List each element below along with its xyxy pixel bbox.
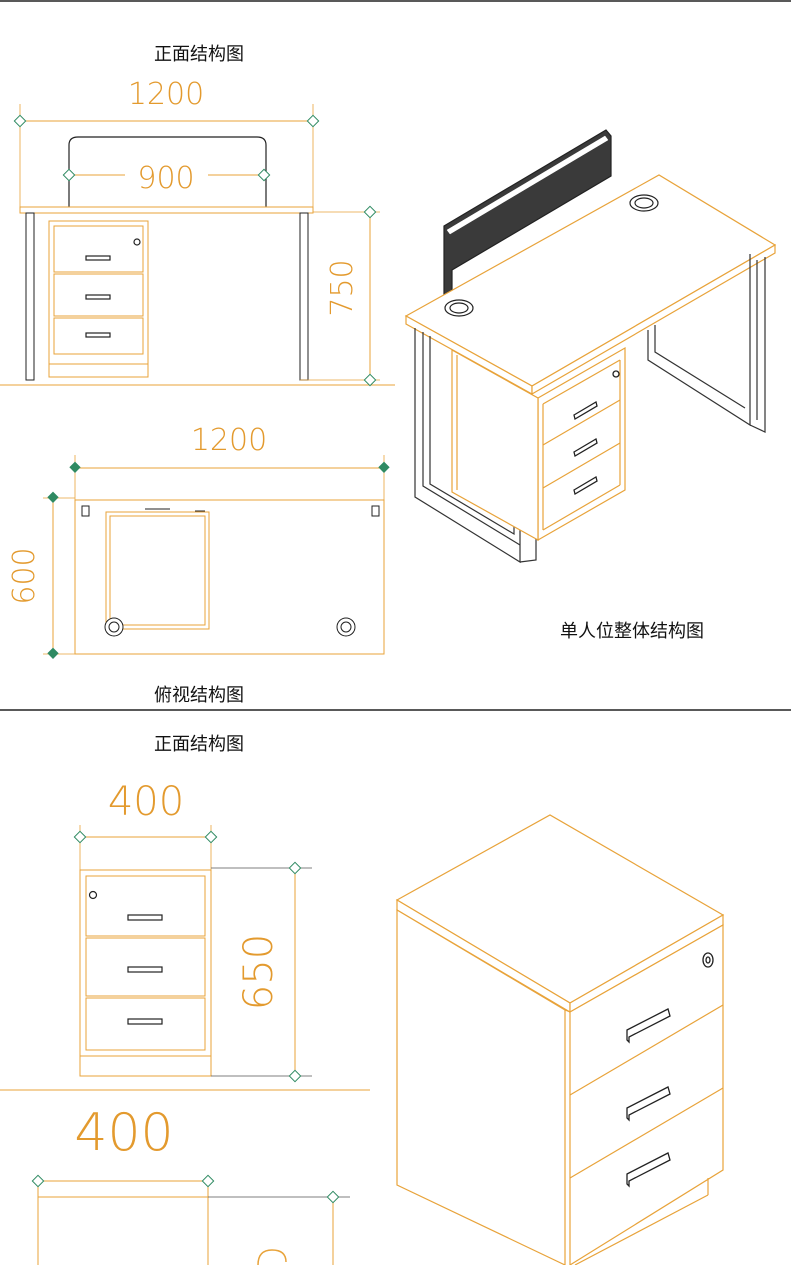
- caption-front-view-bottom: 正面结构图: [154, 734, 244, 755]
- caption-overall-structure: 单人位整体结构图: [560, 621, 704, 642]
- front-view-handles: [85, 238, 141, 338]
- dim-top-width: 1200: [191, 423, 267, 458]
- top-view-details: [81, 505, 380, 637]
- caption-top-view: 俯视结构图: [154, 685, 244, 706]
- dim-cabinet-depth-width: 400: [74, 1103, 173, 1163]
- caption-front-view-top: 正面结构图: [154, 44, 244, 65]
- iso-desk-handles: [573, 370, 620, 496]
- iso-desk: [404, 129, 777, 564]
- iso-cabinet: [395, 814, 725, 1265]
- top-view-desk: [43, 455, 385, 655]
- cabinet-front-handles: [88, 890, 163, 1025]
- dim-screen-width: 900: [137, 161, 194, 196]
- top-view-markers: [47, 461, 390, 659]
- dim-cabinet-height: 650: [236, 934, 282, 1010]
- cabinet-top-view: [37, 1180, 350, 1265]
- cabinet-front-markers: [73, 830, 302, 1083]
- cabinet-top-markers: [31, 1174, 340, 1204]
- dim-cabinet-width: 400: [108, 779, 184, 825]
- iso-cabinet-handles: [626, 952, 714, 1188]
- dim-desk-width: 1200: [128, 77, 204, 112]
- front-view-desk: [0, 104, 395, 386]
- cabinet-front-view: [0, 825, 370, 1091]
- front-view-markers: [13, 114, 377, 387]
- dim-top-depth: 600: [7, 547, 42, 604]
- dim-desk-height: 750: [325, 259, 360, 316]
